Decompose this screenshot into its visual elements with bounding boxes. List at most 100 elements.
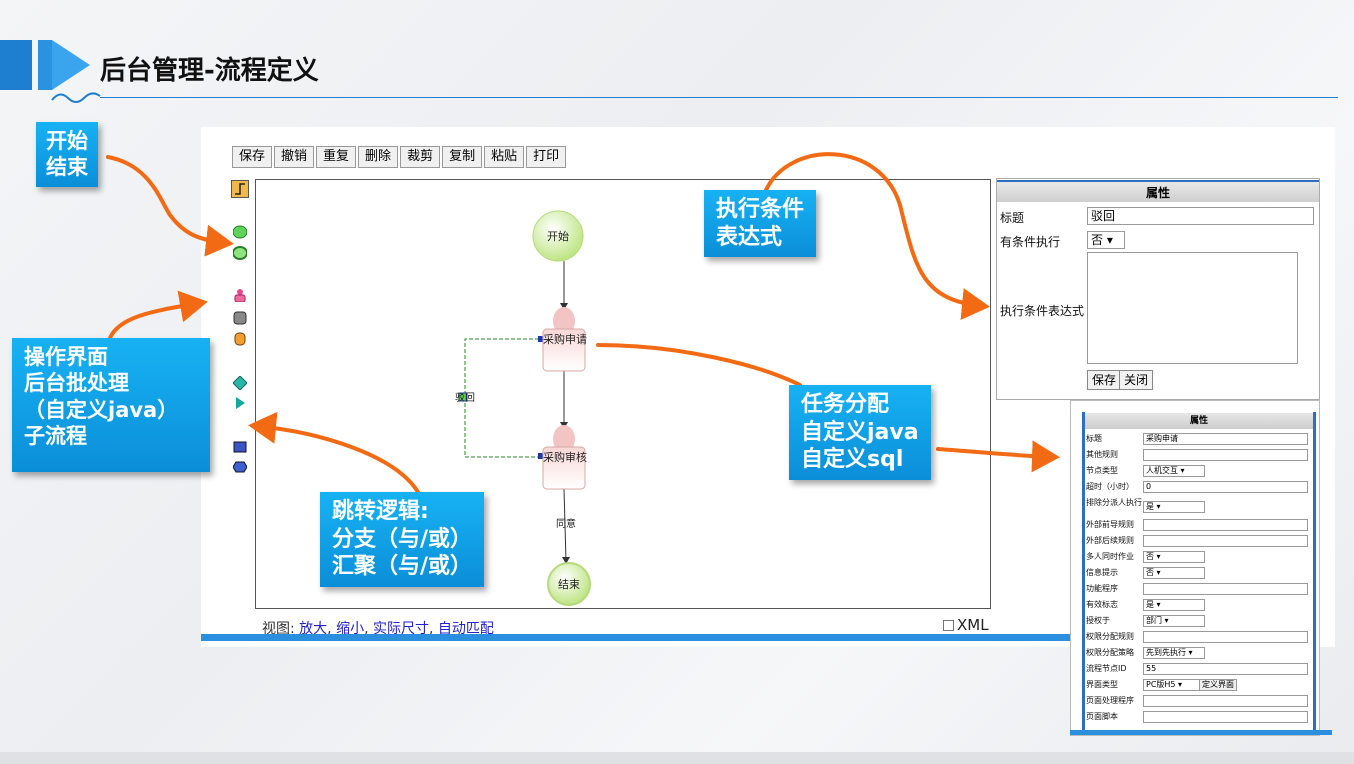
approve-edge-label: 同意: [556, 517, 576, 530]
callout-line: 自定义java: [801, 419, 919, 445]
title-input[interactable]: 驳回: [1087, 207, 1314, 225]
task-property-header: 属性: [1085, 413, 1313, 429]
task-prop-input[interactable]: 0: [1143, 481, 1308, 493]
task-prop-label: 流程节点ID: [1086, 664, 1127, 673]
prop-save-button[interactable]: 保存: [1087, 370, 1122, 390]
task-prop-select[interactable]: 否 ▾: [1143, 567, 1205, 579]
page-title: 后台管理-流程定义: [100, 56, 319, 86]
task-prop-select[interactable]: PC版H5 ▾: [1143, 679, 1205, 691]
task-prop-input[interactable]: [1143, 449, 1308, 461]
horizontal-scrollbar[interactable]: [201, 634, 1071, 641]
task-prop-input[interactable]: [1143, 535, 1308, 547]
callout-condition-expression: 执行条件 表达式: [704, 190, 817, 257]
task-prop-label: 页面脚本: [1086, 712, 1118, 721]
task-prop-input[interactable]: [1143, 711, 1308, 723]
task-prop-label: 授权于: [1086, 616, 1110, 625]
user-task-icon[interactable]: [233, 288, 247, 302]
task-prop-label: 标题: [1086, 434, 1102, 443]
callout-line: （自定义java）: [24, 397, 179, 422]
callout-line: 结束: [46, 155, 88, 180]
actual-size-link[interactable]: 实际尺寸: [372, 621, 429, 637]
task-node-review[interactable]: [542, 425, 586, 490]
task-prop-select[interactable]: 人机交互 ▾: [1143, 465, 1205, 477]
task-prop-label: 信息提示: [1086, 568, 1118, 577]
auto-fit-link[interactable]: 自动匹配: [437, 621, 494, 637]
task-prop-label: 界面类型: [1086, 680, 1118, 689]
batch-task-icon[interactable]: [233, 311, 247, 325]
task-prop-label: 节点类型: [1086, 466, 1118, 475]
task-prop-label: 页面处理程序: [1086, 696, 1134, 705]
end-node-label: 结束: [558, 578, 580, 591]
header-accent-bar: [0, 40, 32, 90]
connector-tool-icon[interactable]: [231, 180, 249, 198]
callout-line: 分支（与/或）: [332, 526, 473, 552]
task-prop-input[interactable]: [1143, 519, 1308, 531]
task-prop-input[interactable]: 55: [1143, 663, 1308, 675]
task-property-scrollbar[interactable]: [1070, 730, 1332, 735]
task-prop-input[interactable]: [1143, 583, 1308, 595]
edge-handle-icon[interactable]: [458, 392, 468, 402]
xml-label: XML: [957, 616, 989, 634]
header-divider: [100, 97, 1338, 98]
task-prop-label: 有效标志: [1086, 600, 1118, 609]
task-node-review-label: 采购审核: [543, 450, 587, 464]
task-prop-select[interactable]: 先到先执行 ▾: [1143, 647, 1205, 659]
start-node[interactable]: [532, 210, 584, 262]
conditional-select[interactable]: 否 ▾: [1087, 231, 1125, 249]
start-node-icon[interactable]: [233, 225, 247, 239]
expression-label: 执行条件表达式: [1000, 304, 1085, 318]
print-button[interactable]: 打印: [526, 146, 567, 168]
task-prop-select[interactable]: 是 ▾: [1143, 501, 1205, 513]
branch-gateway-icon[interactable]: [233, 376, 247, 390]
task-prop-select[interactable]: 部门 ▾: [1143, 615, 1205, 627]
callout-line: 跳转逻辑:: [332, 499, 429, 524]
cut-button[interactable]: 裁剪: [400, 146, 441, 168]
task-node-apply[interactable]: [542, 307, 586, 372]
callout-line: 表达式: [716, 224, 783, 250]
subprocess-alt-icon[interactable]: [233, 460, 247, 474]
xml-checkbox[interactable]: [943, 620, 954, 631]
merge-gateway-icon[interactable]: [233, 396, 247, 410]
node-palette: [226, 180, 254, 480]
prop-close-button[interactable]: 关闭: [1119, 370, 1154, 390]
flow-diagram: 开始 采购申请 采购审核 驳回 同意 结束: [455, 210, 591, 606]
callout-line: 任务分配: [801, 392, 890, 417]
task-prop-label: 功能程序: [1086, 584, 1118, 593]
task-prop-input[interactable]: [1143, 695, 1308, 707]
redo-button[interactable]: 重复: [316, 146, 357, 168]
save-button[interactable]: 保存: [232, 146, 273, 168]
title-label: 标题: [1000, 211, 1025, 225]
task-prop-input[interactable]: 采购申请: [1143, 433, 1308, 445]
undo-button[interactable]: 撤销: [274, 146, 315, 168]
header-arrow-icon: [52, 40, 90, 90]
view-label: 视图:: [262, 621, 300, 637]
copy-button[interactable]: 复制: [442, 146, 483, 168]
task-prop-select[interactable]: 否 ▾: [1143, 551, 1205, 563]
task-prop-label: 权限分配规则: [1086, 632, 1134, 641]
callout-line: 子流程: [24, 423, 87, 448]
callout-jump-logic: 跳转逻辑: 分支（与/或） 汇聚（与/或）: [320, 492, 485, 587]
callout-line: 执行条件: [716, 197, 805, 222]
java-task-icon[interactable]: [233, 332, 247, 346]
conditional-select-value: 否: [1091, 233, 1104, 247]
define-ui-button[interactable]: 定义界面: [1199, 679, 1237, 691]
subprocess-icon[interactable]: [233, 440, 247, 454]
end-node[interactable]: [547, 562, 591, 606]
footer-band: [0, 752, 1354, 764]
task-prop-label: 权限分配策略: [1086, 648, 1134, 657]
task-prop-select[interactable]: 是 ▾: [1143, 599, 1205, 611]
delete-button[interactable]: 删除: [358, 146, 399, 168]
view-bar: 视图: 放大, 缩小, 实际尺寸, 自动匹配: [262, 621, 494, 637]
zoom-in-link[interactable]: 放大: [299, 621, 328, 637]
zoom-out-link[interactable]: 缩小: [336, 621, 365, 637]
task-prop-label: 多人同时作业: [1086, 552, 1134, 561]
task-prop-input[interactable]: [1143, 631, 1308, 643]
callout-start-end: 开始 结束: [36, 122, 98, 187]
end-node-icon[interactable]: [233, 246, 247, 260]
callout-task-assignment: 任务分配 自定义java 自定义sql: [789, 385, 931, 480]
start-node-label: 开始: [547, 229, 569, 243]
callout-line: 自定义sql: [801, 447, 904, 472]
xml-toggle[interactable]: XML: [943, 616, 989, 634]
expression-textarea[interactable]: [1087, 252, 1298, 364]
paste-button[interactable]: 粘贴: [484, 146, 525, 168]
